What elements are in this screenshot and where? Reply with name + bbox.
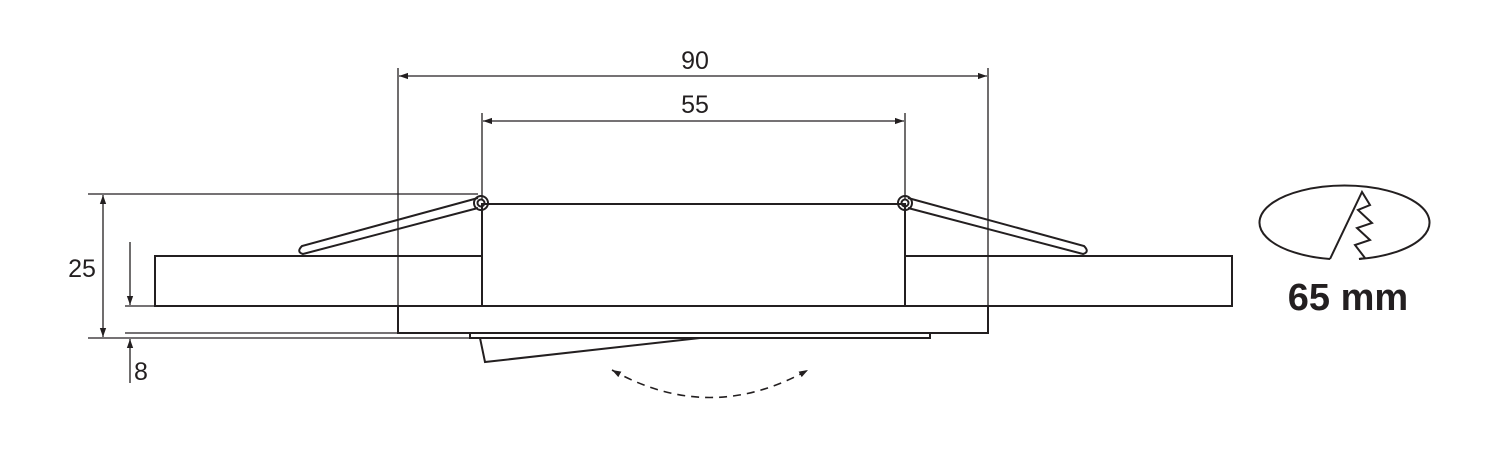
tilt-arc-icon	[611, 369, 809, 399]
spring-clips	[298, 195, 1088, 256]
dimension-55-label: 55	[681, 91, 709, 119]
bezel	[397, 305, 989, 334]
dimension-90-label: 90	[681, 47, 709, 75]
cutout-diameter-label: 65 mm	[1288, 277, 1408, 319]
tilted-lens	[479, 337, 701, 364]
lower-plate	[469, 332, 931, 339]
dimension-8-label: 8	[134, 358, 148, 386]
dimension-8: 8	[125, 242, 398, 386]
dimension-90: 90	[397, 47, 989, 330]
dimension-25-label: 25	[68, 255, 96, 283]
saw-cut-hole-icon	[1258, 184, 1431, 260]
dimension-55: 55	[481, 91, 906, 200]
ceiling-section-left	[154, 255, 483, 307]
ceiling-section-right	[904, 255, 1233, 307]
dimension-25: 25	[68, 193, 478, 339]
lamp-housing	[481, 203, 906, 307]
